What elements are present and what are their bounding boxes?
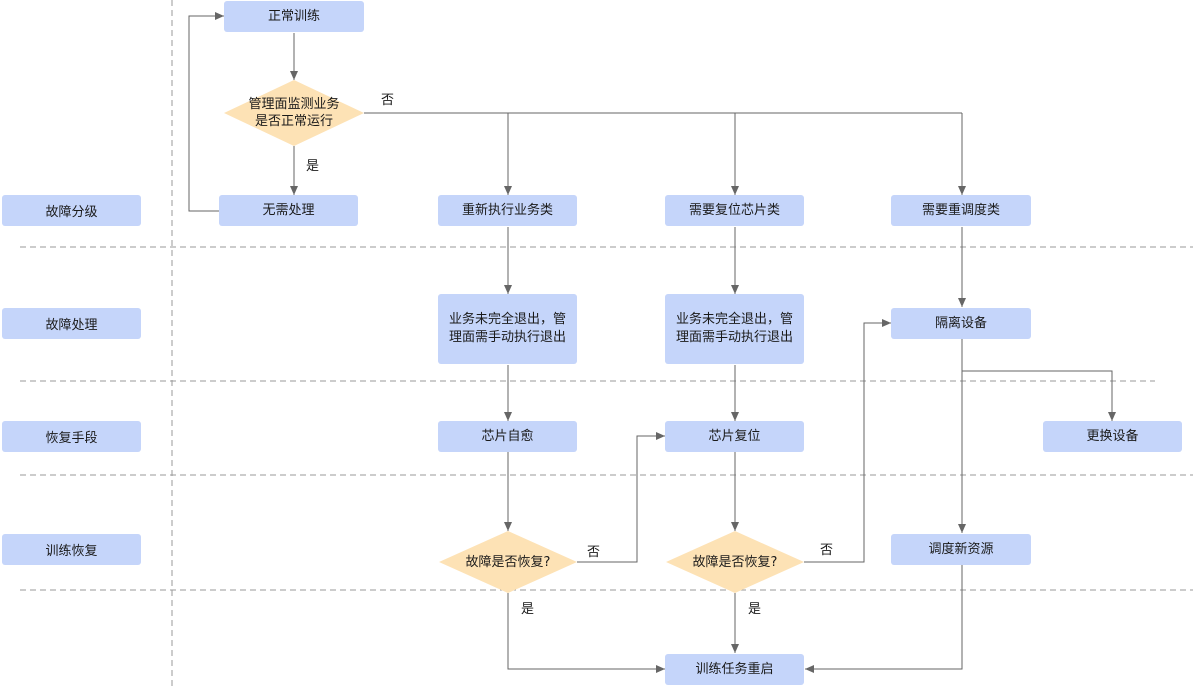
label-no-d2: 否: [587, 545, 601, 560]
node-restart-training: 训练任务重启: [665, 654, 804, 685]
edge-loop-back: [188, 12, 224, 212]
node-chip-reset-needed: 需要复位芯片类: [665, 195, 804, 226]
node-schedule-new-resource: 调度新资源: [891, 534, 1031, 565]
node-replace-device: 更换设备: [1043, 421, 1182, 452]
lane-label-training-recovery: 训练恢复: [2, 534, 141, 565]
label-no-top: 否: [381, 93, 395, 108]
label-yes-d3: 是: [748, 602, 762, 617]
node-manual-exit-1: 业务未完全退出，管理面需手动执行退出: [438, 294, 577, 364]
lane-dividers: [20, 0, 1193, 687]
edge-isolate-to-replace: [962, 370, 1116, 421]
decision-recovered-1-shape: [439, 531, 577, 593]
decision-check-running-shape: [224, 80, 364, 146]
lane-label-grading: 故障分级: [2, 195, 141, 226]
decision-recovered-1: 故障是否恢复?: [465, 554, 551, 570]
edge-d1-yes-to-restart: [507, 593, 665, 673]
label-yes-top: 是: [306, 159, 320, 174]
node-reschedule-needed: 需要重调度类: [891, 195, 1031, 226]
node-no-handling: 无需处理: [219, 195, 358, 226]
node-rerun-service: 重新执行业务类: [438, 195, 577, 226]
lane-label-handling: 故障处理: [2, 308, 141, 339]
node-chip-self-heal: 芯片自愈: [438, 421, 577, 452]
decision-recovered-2-shape: [666, 531, 804, 593]
decision-recovered-2: 故障是否恢复?: [692, 554, 778, 570]
decision-check-running: 管理面监测业务是否正常运行: [248, 97, 340, 129]
edge-d2-no-to-isolate: [804, 319, 891, 563]
node-manual-exit-2: 业务未完全退出，管理面需手动执行退出: [665, 294, 804, 364]
label-yes-d2: 是: [521, 602, 535, 617]
node-isolate-device: 隔离设备: [891, 308, 1031, 339]
lane-label-recovery-means: 恢复手段: [2, 421, 141, 452]
label-no-d3: 否: [820, 543, 834, 558]
node-chip-reset: 芯片复位: [665, 421, 804, 452]
edge-d1-no-to-chipreset: [577, 432, 665, 563]
node-normal-training: 正常训练: [224, 1, 364, 32]
edge-newres-to-restart: [805, 564, 963, 673]
